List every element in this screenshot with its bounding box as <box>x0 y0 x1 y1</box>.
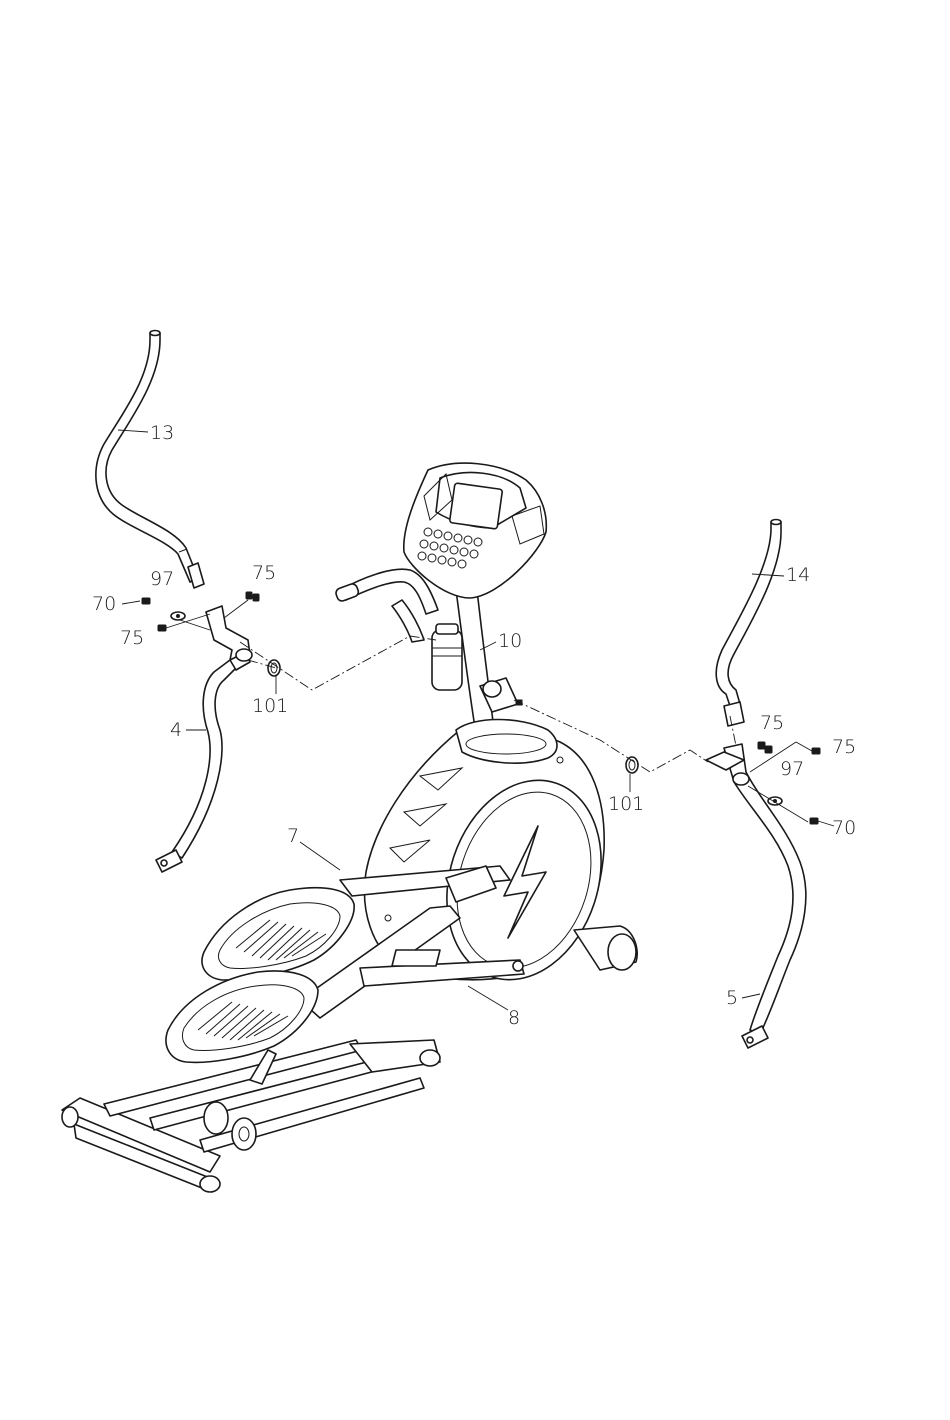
left-pedal-footplate <box>202 888 354 980</box>
callout-4: 4 <box>170 719 182 741</box>
callout-70-right: 70 <box>832 817 856 839</box>
callout-97-right: 97 <box>780 758 804 780</box>
callout-75-right-top: 75 <box>760 712 784 734</box>
callout-75-right-mid: 75 <box>832 736 856 758</box>
left-upper-handlebar-part-13 <box>96 331 204 589</box>
left-hardware <box>142 592 280 676</box>
callout-5: 5 <box>726 987 738 1009</box>
callout-14: 14 <box>786 564 810 586</box>
callout-7: 7 <box>287 825 299 847</box>
console-mast-part-10 <box>335 569 522 734</box>
right-lower-arm-part-5 <box>706 744 806 1048</box>
callout-75-left-mid: 75 <box>120 627 144 649</box>
callout-101-left: 101 <box>252 695 288 717</box>
right-upper-handlebar-part-14 <box>716 520 781 727</box>
callout-70-left: 70 <box>92 593 116 615</box>
callout-97-left: 97 <box>150 568 174 590</box>
right-pedal-footplate <box>166 971 318 1062</box>
callout-75-left-top: 75 <box>252 562 276 584</box>
base-frame-rails <box>62 1040 440 1192</box>
console-display-unit <box>404 463 547 598</box>
callout-101-right: 101 <box>608 793 644 815</box>
callout-10: 10 <box>498 630 522 652</box>
callout-8: 8 <box>508 1007 520 1029</box>
callout-13: 13 <box>150 422 174 444</box>
